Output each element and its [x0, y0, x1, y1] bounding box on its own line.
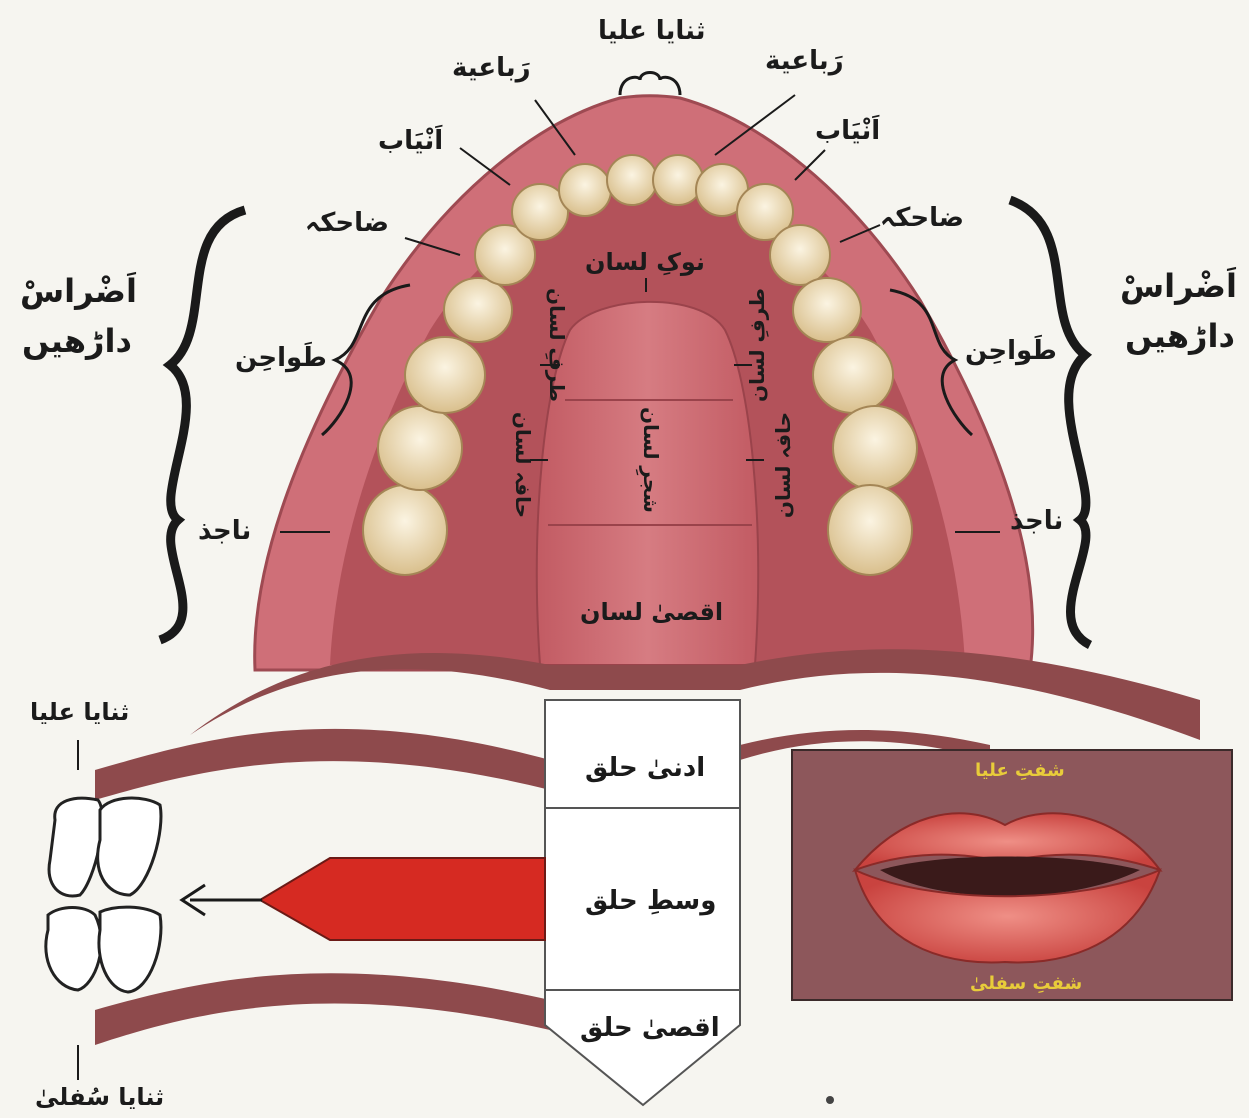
label-lateral-incisor-left: رَباعية	[452, 55, 531, 81]
label-lateral-incisor-right: رَباعية	[765, 48, 844, 74]
lips-panel	[792, 750, 1232, 1000]
label-tongue-edge-right: طرفِ لسان	[747, 288, 767, 402]
label-throat-middle: وسطِ حلق	[585, 888, 716, 914]
label-tongue-side-right: حافہ لسان	[773, 412, 793, 518]
tooth	[793, 278, 861, 342]
top-incisor-brace	[620, 73, 680, 96]
label-throat-bottom: اقصیٰ حلق	[580, 1015, 720, 1041]
stray-dot	[826, 1096, 834, 1104]
label-molars-urdu-left: داڑھیں	[22, 325, 132, 357]
tooth	[833, 406, 917, 490]
tooth	[444, 278, 512, 342]
label-wisdom-tooth-left: ناجذ	[198, 518, 251, 544]
label-tongue-back: اقصیٰ لسان	[580, 600, 723, 624]
tooth	[828, 485, 912, 575]
incisor	[99, 907, 161, 992]
label-upper-lip: شفتِ علیا	[975, 762, 1065, 780]
label-canine-right: اَنْيَاب	[815, 118, 880, 144]
label-canine-left: اَنْيَاب	[378, 128, 443, 154]
label-lower-central-incisors: ثنایا سُفلیٰ	[35, 1085, 164, 1109]
label-upper-central-incisors: ثنایا علیا	[598, 18, 705, 44]
red-arrow-body	[260, 858, 545, 940]
tooth	[363, 485, 447, 575]
incisor	[49, 798, 102, 896]
tooth	[378, 406, 462, 490]
label-tongue-edge-left: طرفِ لسان	[547, 288, 567, 402]
tooth	[405, 337, 485, 413]
left-molar-brace	[160, 210, 245, 640]
tooth	[653, 155, 703, 205]
tooth	[770, 225, 830, 285]
label-premolar-right: ضاحکہ	[880, 205, 964, 231]
label-premolar-left: ضاحکہ	[305, 210, 389, 236]
label-lower-lip: شفتِ سفلیٰ	[970, 975, 1082, 993]
red-arrow	[182, 858, 545, 940]
tooth	[559, 164, 611, 216]
throat-band	[95, 729, 550, 800]
throat-band	[95, 973, 550, 1045]
front-incisors	[46, 798, 161, 992]
label-grinding-molars-right: طَواحِن	[965, 338, 1057, 364]
label-molars-urdu-right: داڑھیں	[1125, 320, 1235, 352]
incisor	[98, 798, 161, 895]
tooth	[813, 337, 893, 413]
label-molars-group-right: اَضْراسْ	[1120, 270, 1237, 302]
label-tongue-tip: نوکِ لسان	[585, 250, 705, 274]
incisor	[46, 908, 101, 991]
label-tongue-middle: شجرِ لسان	[641, 407, 661, 513]
label-molars-group-left: اَضْراسْ	[20, 275, 137, 307]
label-front-upper-incisors: ثنایا علیا	[30, 700, 129, 724]
label-wisdom-tooth-right: ناجذ	[1010, 508, 1063, 534]
label-throat-top: ادنیٰ حلق	[585, 755, 705, 781]
tooth	[607, 155, 657, 205]
label-grinding-molars-left: طَواحِن	[235, 345, 327, 371]
label-tongue-side-left: حافہ لسان	[513, 412, 533, 518]
